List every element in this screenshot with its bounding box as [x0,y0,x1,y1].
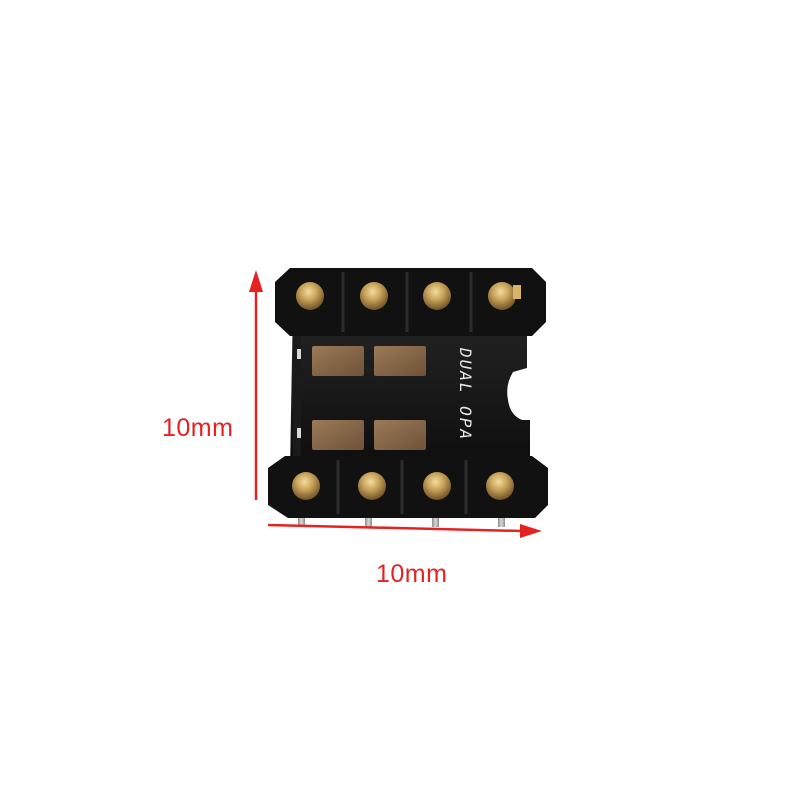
height-dimension-label: 10mm [162,414,234,442]
arrowhead-icon [249,270,263,292]
pin-shafts [298,515,505,527]
width-dimension-label: 10mm [376,560,448,588]
pin-tail [513,285,521,299]
smd-pads [312,346,426,450]
top-pins [296,282,521,310]
silkscreen-marks [297,349,301,438]
bottom-pins [292,472,514,500]
pad [374,346,426,376]
arrowhead-icon [520,524,542,538]
header-dividers [336,272,473,514]
pin [296,282,324,310]
pin [360,282,388,310]
pad [312,420,364,450]
pad [374,420,426,450]
pin [292,472,320,500]
height-dimension-arrow [249,270,263,500]
pcb-edge [293,330,301,480]
width-dimension-arrow [267,523,542,538]
pin [358,472,386,500]
silkscreen-text: DUAL OPA [456,347,475,441]
pad [312,346,364,376]
pin [488,282,516,310]
pin [423,282,451,310]
pin [486,472,514,500]
pin [423,472,451,500]
